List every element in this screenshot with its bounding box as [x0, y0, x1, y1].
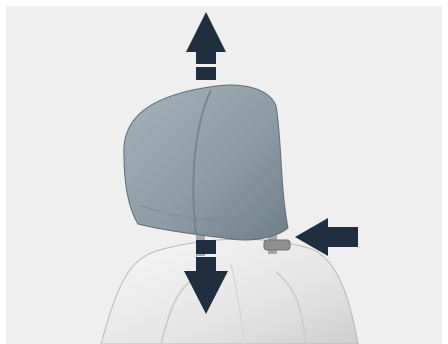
illustration-panel: [6, 6, 442, 344]
headrest: [124, 85, 288, 240]
headrest-illustration: [6, 6, 442, 344]
headrest-lock-button: [264, 240, 290, 250]
